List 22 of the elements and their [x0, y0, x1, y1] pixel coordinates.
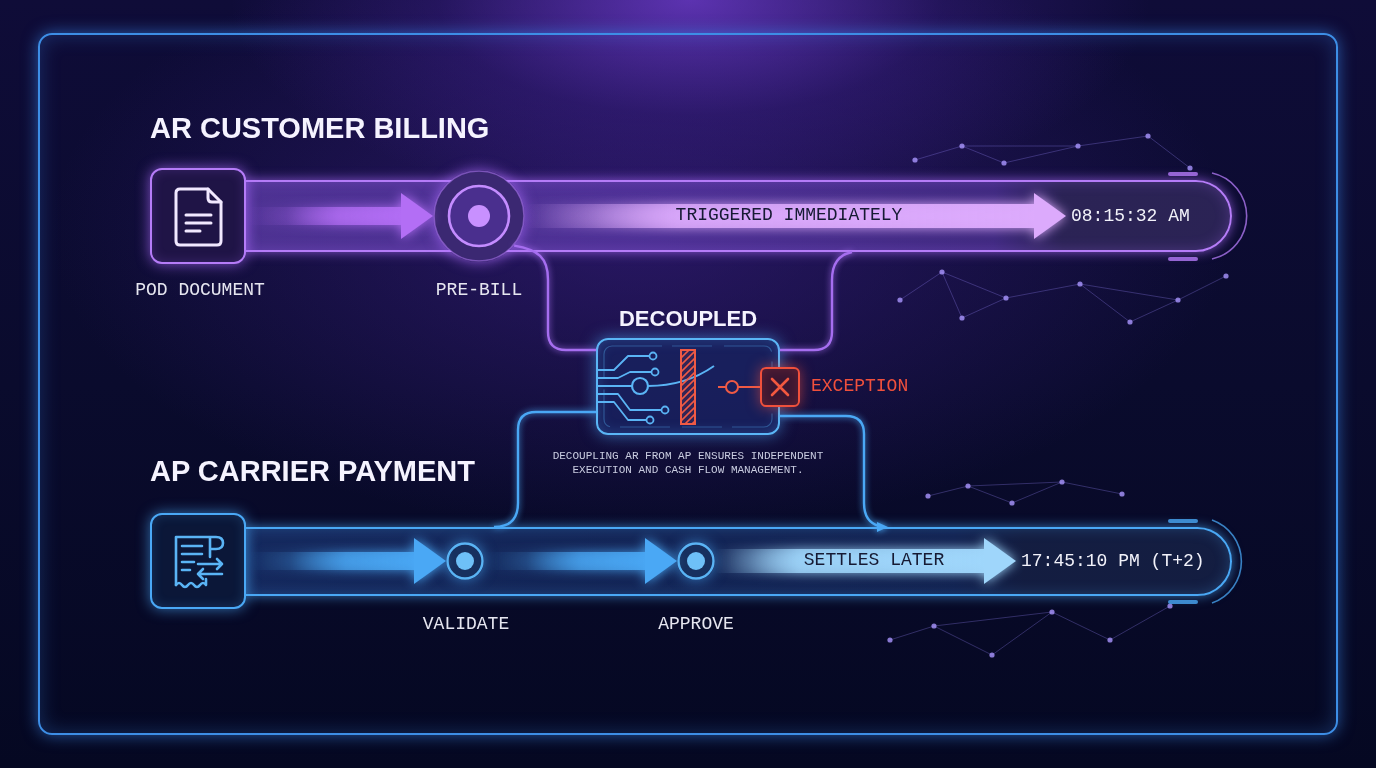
step-label: VALIDATE [422, 614, 510, 636]
timestamp: 17:45:10 PM (T+2) [1016, 548, 1210, 574]
lane-heading: AP CARRIER PAYMENT [150, 453, 475, 489]
milestone-marker [433, 170, 525, 262]
step-label: POD DOCUMENT [135, 280, 265, 302]
step-label: APPROVE [658, 614, 734, 636]
lane-heading: AR CUSTOMER BILLING [150, 110, 490, 146]
description-text: DECOUPLING AR FROM AP ENSURES INDEPENDENT EXECUTION AND CASH FLOW MANAGEMENT. [551, 449, 825, 477]
edge-label: SETTLES LATER [803, 550, 945, 572]
x-mark-icon [760, 367, 800, 407]
section-heading: DECOUPLED [618, 306, 758, 333]
connector-line [513, 244, 596, 352]
document-icon [150, 168, 246, 264]
milestone-marker [677, 542, 715, 580]
connector-line [780, 414, 889, 532]
status-label: EXCEPTION [811, 376, 909, 398]
step-label: PRE-BILL [435, 280, 523, 302]
timestamp: 08:15:32 AM [1066, 203, 1195, 229]
connector-line [780, 250, 853, 352]
receipt-icon [150, 513, 246, 609]
edge-label: TRIGGERED IMMEDIATELY [675, 205, 903, 227]
milestone-marker [446, 542, 484, 580]
